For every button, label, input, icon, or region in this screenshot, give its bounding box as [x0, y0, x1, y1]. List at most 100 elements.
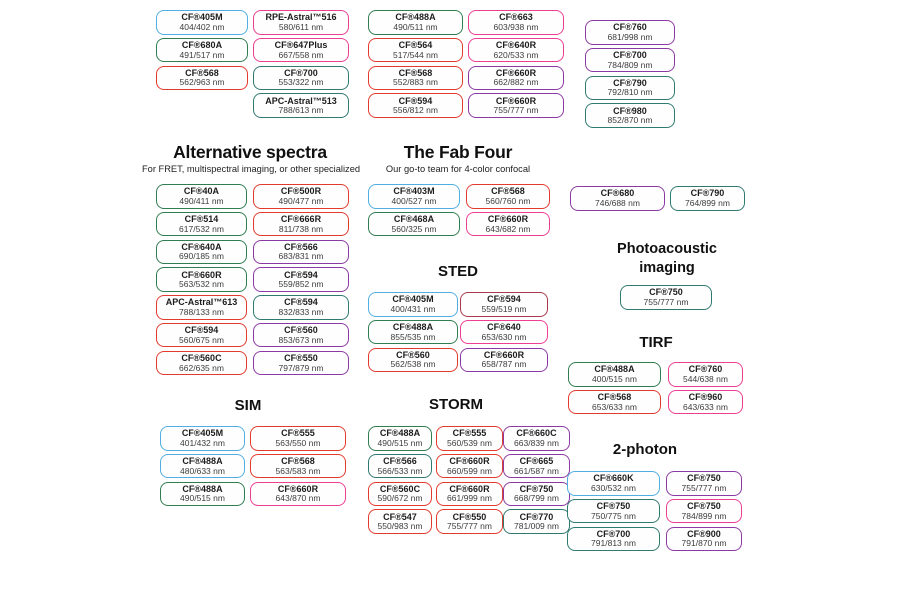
dye-name: CF®405M [392, 294, 434, 305]
dye-wavelengths: 517/544 nm [393, 49, 438, 60]
dye-wavelengths: 490/511 nm [393, 21, 438, 32]
photoacoustic-heading: Photoacoustic imaging [601, 240, 733, 278]
dye-wavelengths: 750/775 nm [591, 510, 636, 521]
dye-wavelengths: 400/527 nm [391, 195, 437, 206]
fab-four-heading: The Fab Four Our go-to team for 4-color … [358, 142, 558, 174]
dye-name: APC-Astral™613 [165, 297, 238, 308]
dye-wavelengths: 681/998 nm [607, 31, 653, 42]
dye-wavelengths: 563/583 nm [275, 465, 321, 476]
dye-wavelengths: 580/611 nm [278, 21, 324, 32]
dye-name: CF®405M [181, 12, 223, 23]
dye-wavelengths: 563/550 nm [275, 437, 321, 448]
section-title: Alternative spectra [173, 142, 327, 162]
section-title: TIRF [639, 334, 673, 351]
dye-wavelengths: 566/533 nm [377, 465, 423, 476]
dye-wavelengths: 617/532 nm [179, 223, 224, 234]
dye-wavelengths: 668/799 nm [514, 493, 559, 504]
dye-wavelengths: 781/009 nm [514, 521, 559, 532]
dye-wavelengths: 660/599 nm [447, 465, 492, 476]
dye-wavelengths: 755/777 nm [681, 482, 727, 493]
dye-name: CF®550 [452, 511, 487, 522]
dye-name: CF®468A [393, 214, 435, 225]
dye-wavelengths: 400/515 nm [592, 373, 637, 384]
dye-name: CF®700 [596, 528, 631, 539]
dye-wavelengths: 603/938 nm [493, 21, 539, 32]
section-title: STORM [429, 396, 483, 413]
dye-wavelengths: 490/411 nm [179, 195, 224, 206]
dye-name: CF®960 [688, 392, 723, 403]
dye-name: CF®790 [613, 77, 647, 88]
dye-wavelengths: 683/831 nm [278, 251, 324, 262]
dye-wavelengths: 791/870 nm [681, 538, 727, 549]
dye-name: CF®790 [690, 188, 725, 199]
dye-wavelengths: 853/673 nm [278, 334, 324, 345]
dye-wavelengths: 784/809 nm [607, 59, 653, 70]
dye-name: CF®594 [184, 325, 219, 336]
dye-name: CF®500R [280, 186, 322, 197]
dye-name: CF®700 [613, 50, 647, 61]
dye-wavelengths: 667/558 nm [278, 49, 324, 60]
section-title: STED [437, 263, 478, 280]
dye-name: CF®594 [487, 294, 521, 305]
two-photon-heading: 2-photon [560, 441, 730, 458]
dye-wavelengths: 560/325 nm [391, 223, 437, 234]
dye-name: CF®660R [277, 483, 319, 494]
dye-wavelengths: 811/738 nm [278, 223, 324, 234]
dye-name: CF®594 [284, 269, 318, 280]
dye-name: CF®560C [379, 483, 421, 494]
dye-name: CF®568 [398, 67, 433, 78]
dye-name: CF®660R [449, 456, 490, 467]
dye-name: CF®750 [687, 473, 721, 484]
dye-name: CF®640A [181, 241, 222, 252]
dye-wavelengths: 544/638 nm [683, 373, 728, 384]
dye-wavelengths: 855/535 nm [390, 331, 436, 342]
section-subtitle: For FRET, multispectral imaging, or othe… [142, 164, 361, 174]
dye-wavelengths: 490/515 nm [377, 437, 423, 448]
dye-wavelengths: 663/839 nm [514, 437, 559, 448]
dye-wavelengths: 788/613 nm [278, 105, 324, 116]
dye-name: CF®660C [516, 428, 557, 439]
dye-wavelengths: 559/852 nm [278, 279, 324, 290]
dye-name: CF®665 [519, 456, 554, 467]
dye-name: CF®488A [182, 456, 223, 467]
dye-name: CF®660R [487, 214, 529, 225]
dye-wavelengths: 658/787 nm [481, 359, 527, 370]
